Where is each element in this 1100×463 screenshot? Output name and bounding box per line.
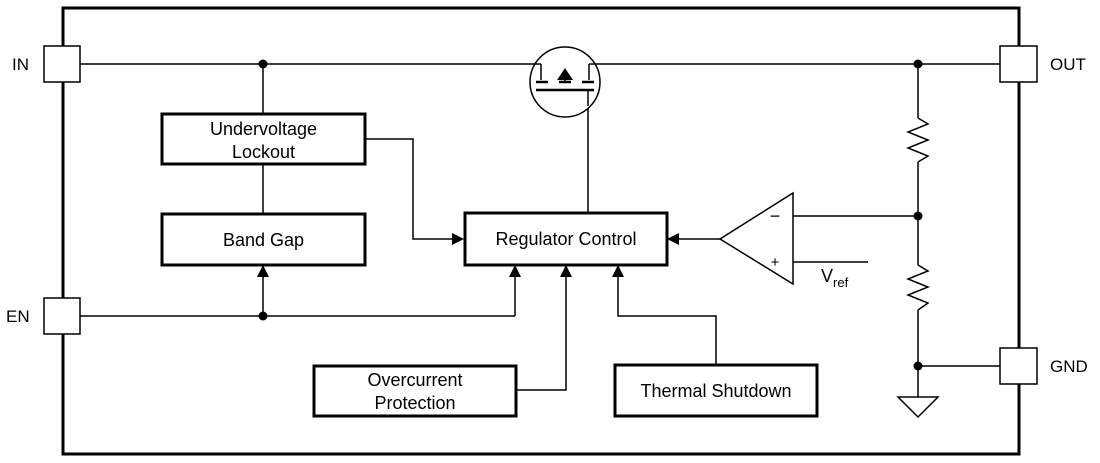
junctions — [258, 59, 923, 371]
resistor-top — [905, 117, 931, 163]
uvlo-label-line2: Lockout — [232, 142, 295, 162]
arrow-uvlo-regctrl — [452, 233, 464, 245]
vref-label: Vref — [821, 266, 849, 290]
gnd-pin-pad — [999, 347, 1038, 385]
thermal-shutdown-block: Thermal Shutdown — [613, 363, 819, 418]
wire-tsd-regctrl — [617, 276, 717, 365]
arrow-en-regctrl — [509, 265, 521, 277]
band-gap-block: Band Gap — [160, 212, 367, 267]
junction-out — [913, 59, 923, 69]
en-pin-pad — [43, 297, 81, 335]
junction-feedback — [913, 211, 923, 221]
pass-transistor — [529, 46, 601, 118]
uvlo-block: Undervoltage Lockout — [160, 112, 367, 166]
out-pin-label: OUT — [1050, 55, 1086, 74]
wire-ocp-regctrl — [516, 276, 567, 391]
band-gap-label: Band Gap — [223, 230, 304, 250]
junction-en — [258, 311, 268, 321]
junction-gnd — [913, 361, 923, 371]
in-pin-pad — [43, 45, 81, 83]
thermal-shutdown-label: Thermal Shutdown — [640, 381, 791, 401]
wire-uvlo-regctrl — [365, 138, 455, 240]
arrow-en-bandgap — [257, 265, 269, 277]
junction-in-uvlo — [258, 59, 268, 69]
arrow-amp-regctrl — [667, 233, 679, 245]
error-amplifier — [718, 191, 794, 286]
overcurrent-label-line1: Overcurrent — [367, 370, 462, 390]
en-pin-label: EN — [6, 307, 30, 326]
overcurrent-block: Overcurrent Protection — [312, 364, 518, 418]
uvlo-label-line1: Undervoltage — [210, 119, 317, 139]
arrow-tsd-regctrl — [612, 265, 624, 277]
amp-minus-sign: − — [770, 206, 781, 226]
out-pin-pad — [999, 45, 1038, 83]
ground-symbol — [896, 396, 940, 419]
overcurrent-label-line2: Protection — [374, 393, 455, 413]
amp-plus-sign: + — [771, 254, 780, 271]
regulator-control-block: Regulator Control — [463, 211, 669, 267]
regulator-control-label: Regulator Control — [495, 229, 636, 249]
resistor-bottom — [905, 264, 931, 311]
arrowheads — [257, 233, 679, 277]
mosfet-body-arrow — [557, 68, 573, 80]
wires — [80, 63, 1000, 397]
gnd-pin-label: GND — [1050, 357, 1088, 376]
arrow-ocp-regctrl — [560, 265, 572, 277]
in-pin-label: IN — [12, 55, 29, 74]
